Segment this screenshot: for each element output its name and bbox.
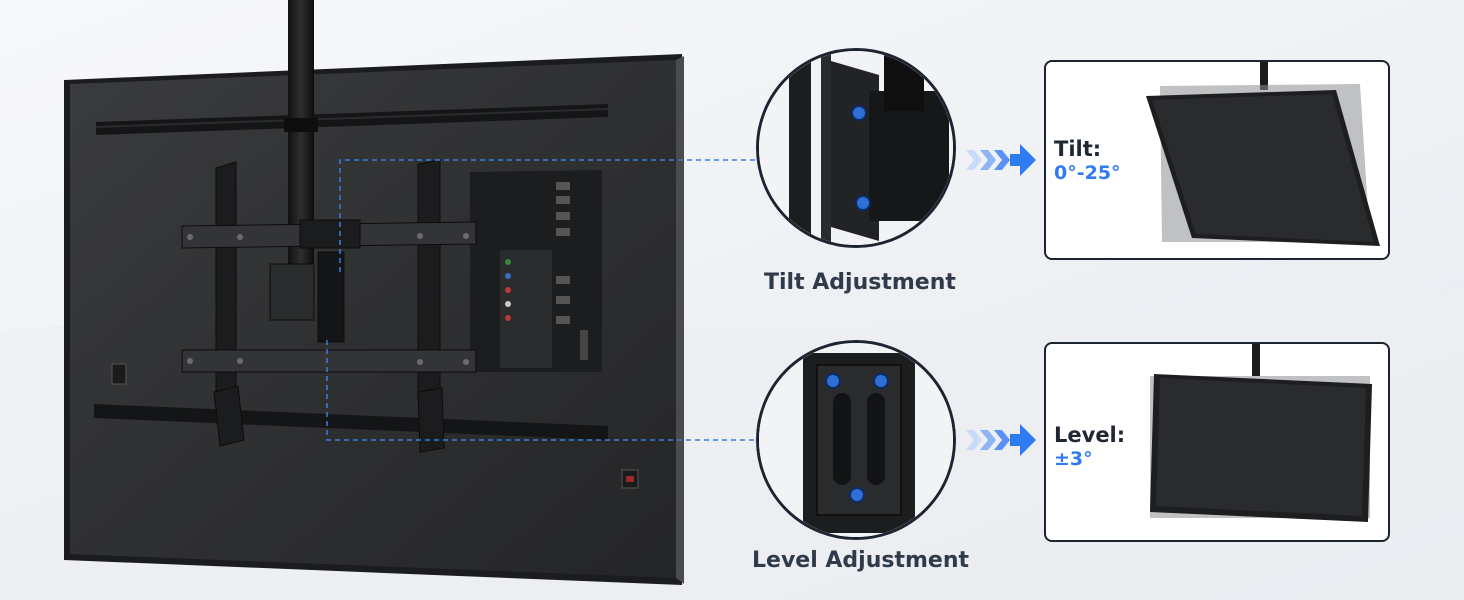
tilt-spec-card: Tilt: 0°-25°: [1044, 60, 1390, 260]
blue-screw-icon: [849, 487, 865, 503]
tilt-label: Tilt:: [1054, 137, 1102, 161]
level-mechanism-image: [759, 343, 953, 537]
level-detail-circle: [756, 340, 956, 540]
arrow-icon: [966, 424, 1036, 456]
tilt-mechanism-image: [759, 51, 953, 245]
level-spec-card: Level: ±3°: [1044, 342, 1390, 542]
tilted-tv-illustration: [1146, 62, 1380, 246]
blue-screw-icon: [851, 105, 867, 121]
blue-screw-icon: [855, 195, 871, 211]
level-adjustment-caption: Level Adjustment: [752, 548, 970, 573]
leveled-tv-illustration: [1150, 344, 1372, 522]
arrow-icon: [966, 144, 1036, 176]
tv-vents-top: [96, 104, 608, 135]
level-value: ±3°: [1054, 448, 1093, 470]
tilt-value: 0°-25°: [1054, 162, 1121, 184]
level-label: Level:: [1054, 423, 1126, 447]
tilt-detail-circle: [756, 48, 956, 248]
tv-io-panel: [470, 170, 602, 372]
mount-bracket: [181, 159, 477, 453]
blue-screw-icon: [873, 373, 889, 389]
tilt-adjustment-caption: Tilt Adjustment: [764, 270, 956, 295]
connector-lines: [326, 159, 756, 441]
blue-screw-icon: [825, 373, 841, 389]
